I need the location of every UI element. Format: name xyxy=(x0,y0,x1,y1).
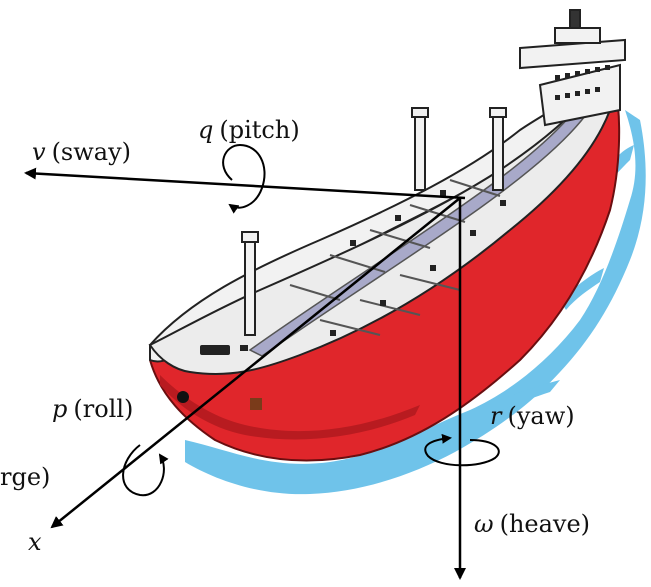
ship-masts xyxy=(241,107,507,336)
heave-label: ω(heave) xyxy=(474,512,590,536)
pitch-text: (pitch) xyxy=(219,116,300,144)
pitch-symbol: q xyxy=(198,116,214,144)
sway-axis xyxy=(24,167,466,200)
pitch-rotation-arrow xyxy=(222,143,266,214)
motion-axes xyxy=(24,167,466,580)
surge-label-fragment: rge) xyxy=(0,463,51,491)
yaw-symbol: r xyxy=(490,402,502,430)
sway-label: v(sway) xyxy=(32,140,131,164)
sway-symbol: v xyxy=(32,138,46,166)
surge-axis xyxy=(50,197,461,529)
roll-symbol: p xyxy=(52,395,68,423)
yaw-label: r(yaw) xyxy=(490,404,575,428)
heave-symbol: ω xyxy=(474,510,494,538)
yaw-text: (yaw) xyxy=(507,402,575,430)
yaw-rotation-arrow xyxy=(424,433,500,467)
ship-deck xyxy=(148,77,612,410)
ship-bridge xyxy=(519,9,626,127)
roll-label: p(roll) xyxy=(52,397,133,421)
heave-text: (heave) xyxy=(499,510,591,538)
sway-text: (sway) xyxy=(51,138,132,166)
roll-rotation-arrow xyxy=(122,444,169,497)
roll-text: (roll) xyxy=(73,395,134,423)
pitch-label: q(pitch) xyxy=(198,118,300,142)
rotation-arrows xyxy=(122,143,500,497)
x-axis-label: x xyxy=(28,528,42,556)
